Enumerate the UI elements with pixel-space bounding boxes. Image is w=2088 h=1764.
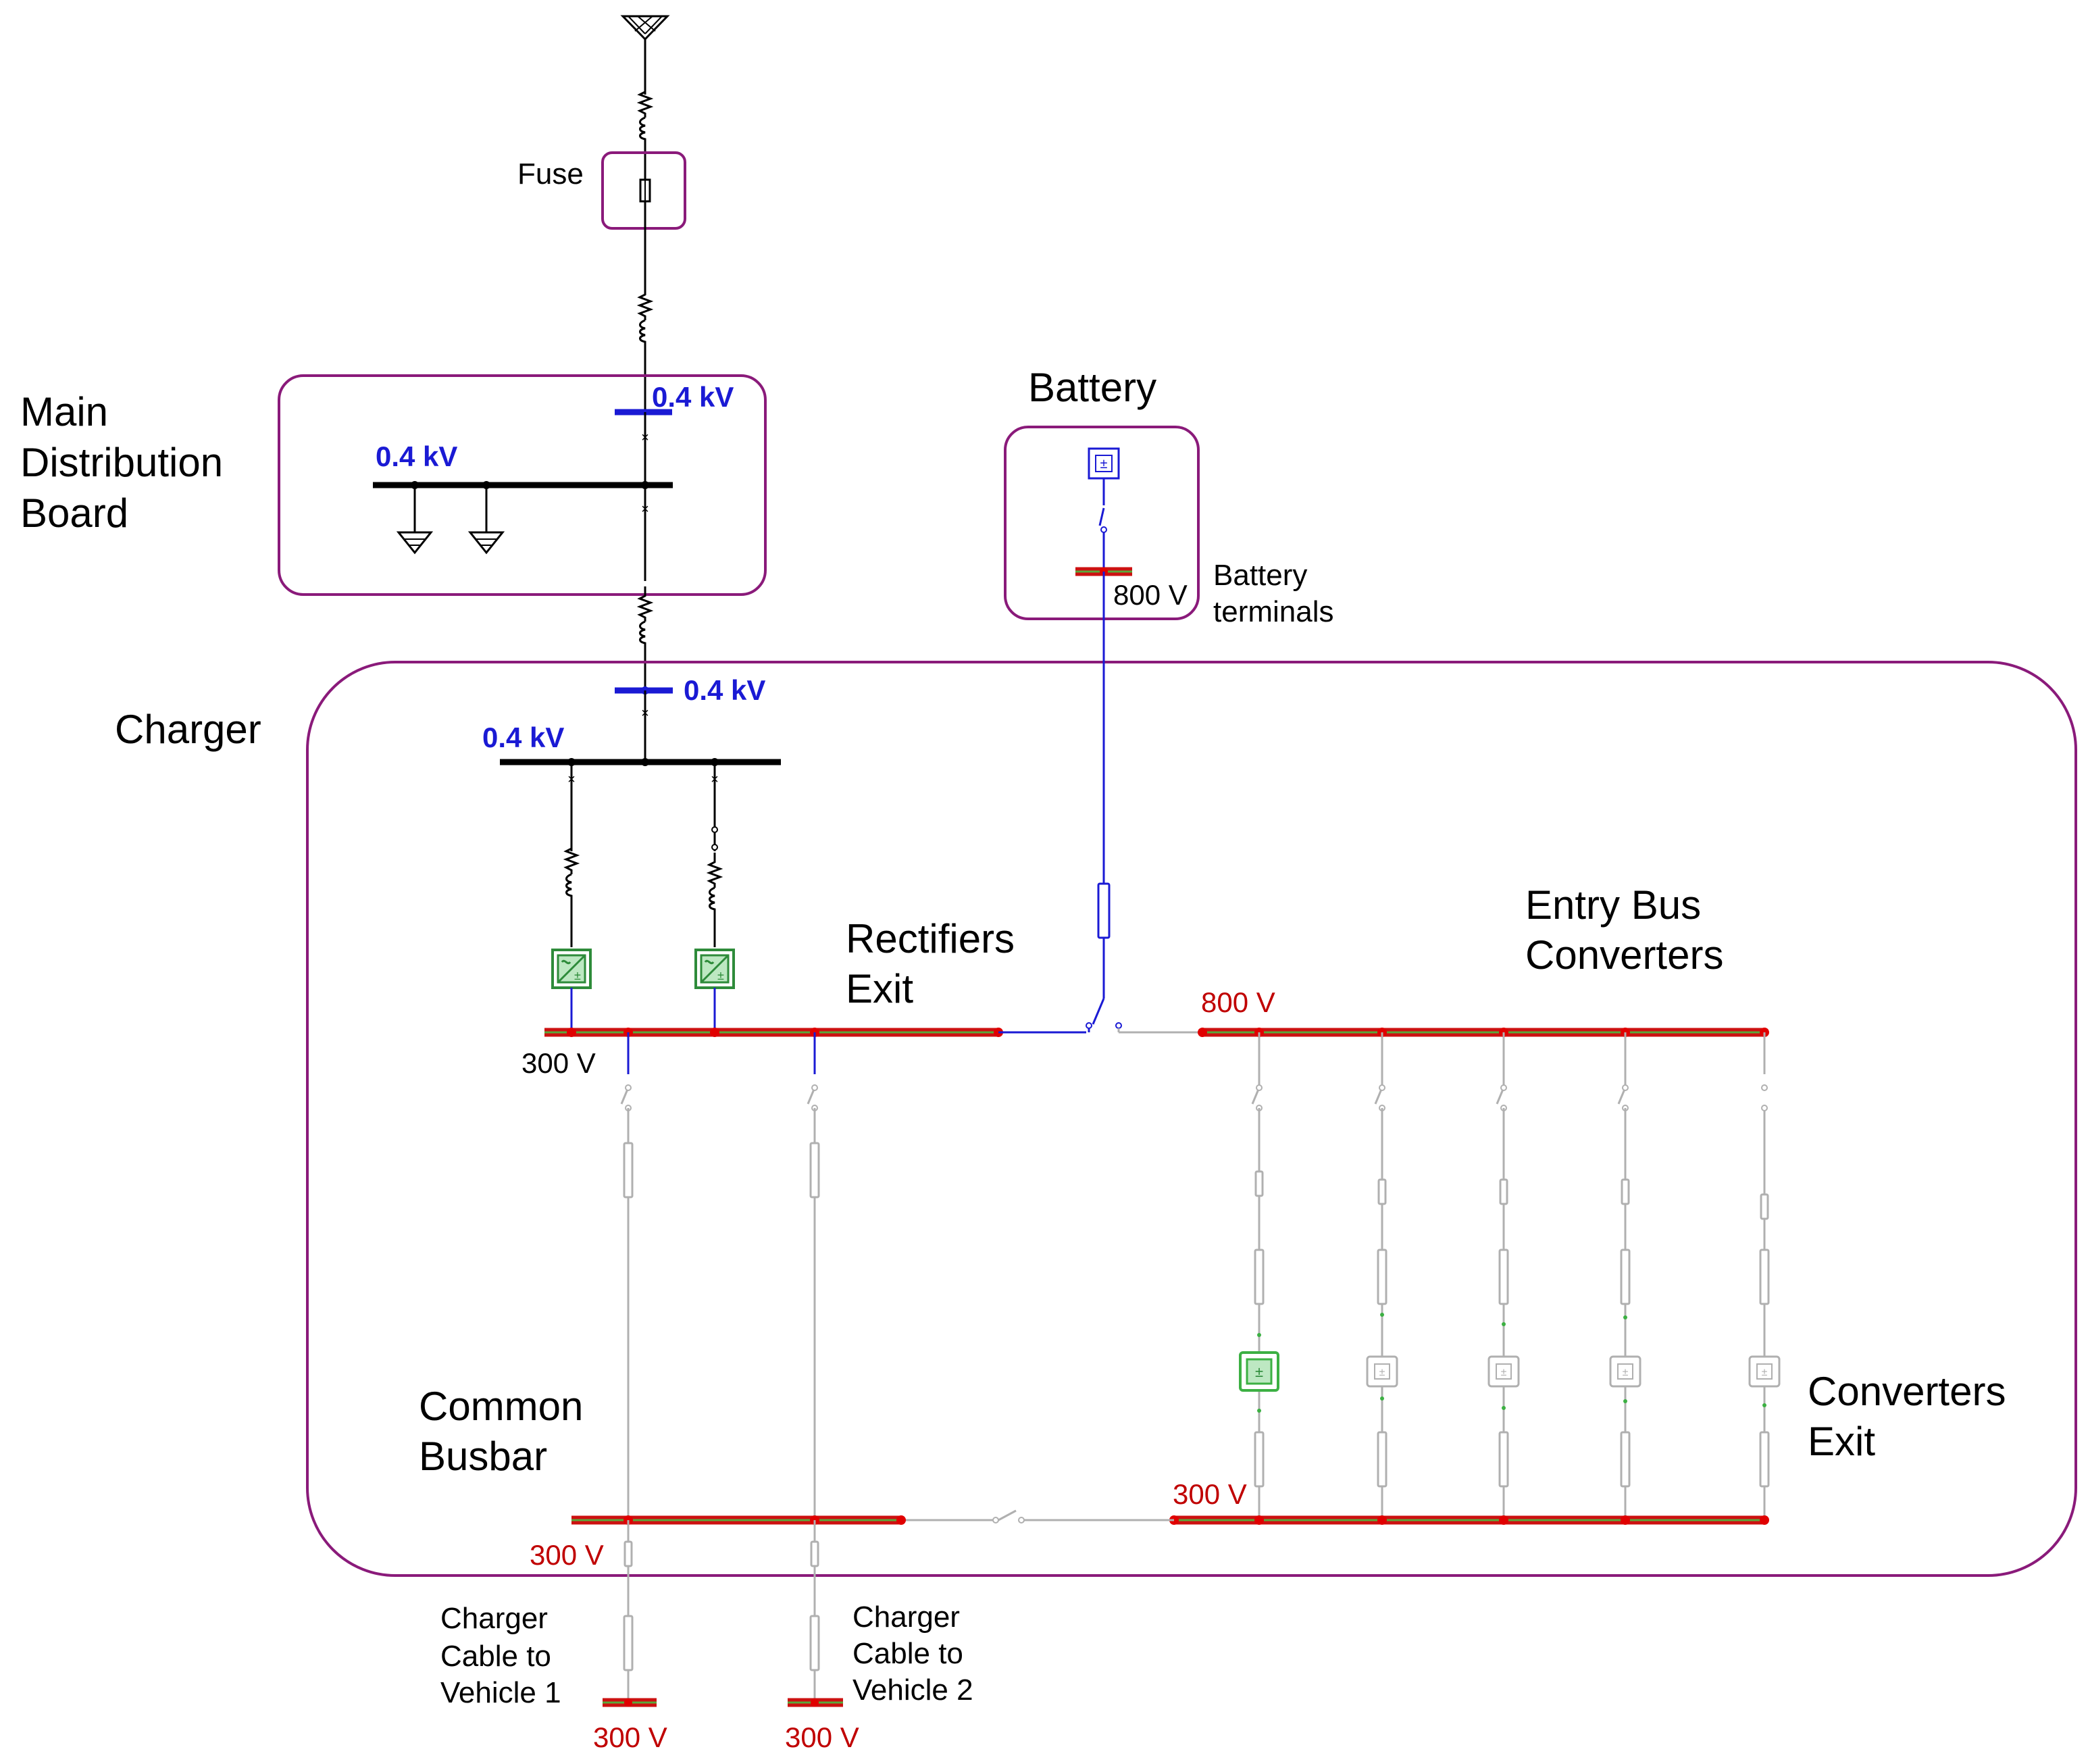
dc-dc-converter-icon[interactable] [1366, 1355, 1398, 1388]
cable-icon [1377, 1431, 1387, 1488]
cable-icon [623, 1615, 634, 1671]
cable-icon [1760, 1193, 1769, 1220]
svg-text:±: ± [1255, 1363, 1263, 1380]
charger-bus-voltage: 0.4 kV [482, 722, 564, 753]
rectifier-icon[interactable] [694, 949, 735, 989]
switch-icon[interactable] [807, 1084, 819, 1112]
rectifier-icon[interactable] [551, 949, 592, 989]
cable2-label-line1: Charger [852, 1601, 960, 1634]
ground-icon [469, 484, 504, 554]
cable-icon [1759, 1249, 1770, 1305]
cable2-label-line2: Cable to [852, 1637, 963, 1670]
mdb-feeder-impedance-icon [638, 284, 652, 351]
svg-text:×: × [711, 772, 719, 787]
cable-icon [810, 1540, 819, 1567]
external-grid-icon[interactable] [620, 15, 670, 41]
switch-icon[interactable] [1617, 1084, 1629, 1112]
battery-enclosure [1004, 426, 1200, 620]
mdb-breaker-icon[interactable]: × [641, 430, 649, 445]
battery-terminals-voltage: 800 V [1113, 579, 1188, 611]
common-busbar-voltage: 300 V [530, 1539, 604, 1571]
charger-label: Charger [115, 707, 261, 752]
cable-icon [1620, 1249, 1631, 1305]
common-busbar-label-line1: Common [419, 1384, 583, 1429]
mdb-bus-voltage: 0.4 kV [376, 440, 457, 472]
switch-icon[interactable] [1251, 1084, 1263, 1112]
vehicle2-voltage: 300 V [785, 1721, 859, 1753]
switch-icon[interactable] [620, 1084, 632, 1112]
cable-icon [1254, 1170, 1264, 1197]
mdb-outgoing-breaker-icon[interactable]: × [641, 502, 649, 517]
mdb-label-line2: Distribution [20, 440, 223, 485]
bus-tie-switch-icon[interactable] [992, 1509, 1025, 1523]
battery-terminals-label-line1: Battery [1213, 559, 1307, 592]
supply-cable-impedance-icon [638, 81, 652, 149]
fuse-label: Fuse [517, 157, 584, 191]
svg-text:±: ± [1100, 457, 1108, 472]
mdb-label-line3: Board [20, 490, 128, 536]
cable1-label-line3: Vehicle 1 [440, 1676, 561, 1709]
switch-icon[interactable] [1374, 1084, 1386, 1112]
battery-label: Battery [1028, 365, 1156, 410]
battery-source-icon[interactable]: ± [1088, 447, 1120, 480]
mdb-enclosure [278, 374, 767, 596]
rectifiers-exit-voltage: 300 V [521, 1047, 596, 1079]
cable-icon [1498, 1431, 1509, 1488]
rectifier2-feeder-impedance-icon [708, 851, 721, 919]
mdb-incoming-voltage: 0.4 kV [652, 381, 734, 413]
battery-terminals-label-line2: terminals [1213, 595, 1334, 628]
mdb-label-line1: Main [20, 389, 108, 434]
cable-icon [809, 1615, 820, 1671]
battery-switch-icon[interactable] [1098, 507, 1107, 533]
common-busbar-label-line2: Busbar [419, 1434, 547, 1479]
cable-icon [623, 1142, 634, 1199]
cable-icon [1377, 1249, 1387, 1305]
charger-incoming-voltage: 0.4 kV [684, 674, 765, 706]
converter-branch-2 [1366, 1032, 1398, 1520]
cable-icon [1254, 1249, 1265, 1305]
entry-bus-voltage: 800 V [1201, 986, 1275, 1018]
vehicle1-voltage: 300 V [593, 1721, 667, 1753]
converter-branch-3 [1487, 1032, 1520, 1520]
converter-branch-4 [1609, 1032, 1641, 1520]
cable-icon [1620, 1431, 1631, 1488]
charger-enclosure [306, 661, 2077, 1577]
cable2-label-line3: Vehicle 2 [852, 1673, 973, 1707]
charger-feeder-impedance-icon [638, 585, 652, 653]
rectifiers-exit-label-line2: Exit [846, 966, 913, 1011]
dc-dc-converter-icon[interactable] [1609, 1355, 1641, 1388]
converter-branch-5 [1748, 1032, 1781, 1520]
svg-text:×: × [567, 772, 576, 787]
dc-dc-converter-icon[interactable]: ± [1239, 1351, 1279, 1392]
cable1-label-line1: Charger [440, 1602, 548, 1635]
converter-branch-1: ± [1239, 1032, 1279, 1520]
cable-icon [1254, 1431, 1265, 1488]
cable1-label-line2: Cable to [440, 1640, 551, 1673]
cable-icon [1377, 1178, 1387, 1205]
switch-icon[interactable] [1496, 1084, 1508, 1112]
entry-bus-label-line1: Entry Bus [1525, 882, 1701, 928]
converters-exit-label-line2: Exit [1808, 1419, 1875, 1464]
dc-dc-converter-icon[interactable] [1487, 1355, 1520, 1388]
battery-tie-switch-icon[interactable] [1086, 998, 1122, 1029]
cable-icon [623, 1540, 633, 1567]
fuse-icon[interactable] [639, 178, 651, 203]
dc-dc-converter-icon[interactable] [1748, 1355, 1781, 1388]
charger-incoming-breaker-icon[interactable]: × [641, 706, 649, 721]
rectifier1-feeder-impedance-icon [565, 838, 578, 905]
cable-icon [809, 1142, 820, 1199]
battery-cable-icon [1097, 882, 1111, 939]
cable-icon [1498, 1249, 1509, 1305]
fuse-enclosure [601, 151, 686, 230]
cable-icon [1499, 1178, 1508, 1205]
cable-icon [1621, 1178, 1630, 1205]
converters-exit-label-line1: Converters [1808, 1369, 2006, 1414]
ground-icon [397, 484, 432, 554]
cable-icon [1759, 1431, 1770, 1488]
entry-bus-label-line2: Converters [1525, 932, 1723, 978]
rectifiers-exit-label-line1: Rectifiers [846, 916, 1015, 961]
converters-exit-voltage: 300 V [1173, 1478, 1247, 1510]
